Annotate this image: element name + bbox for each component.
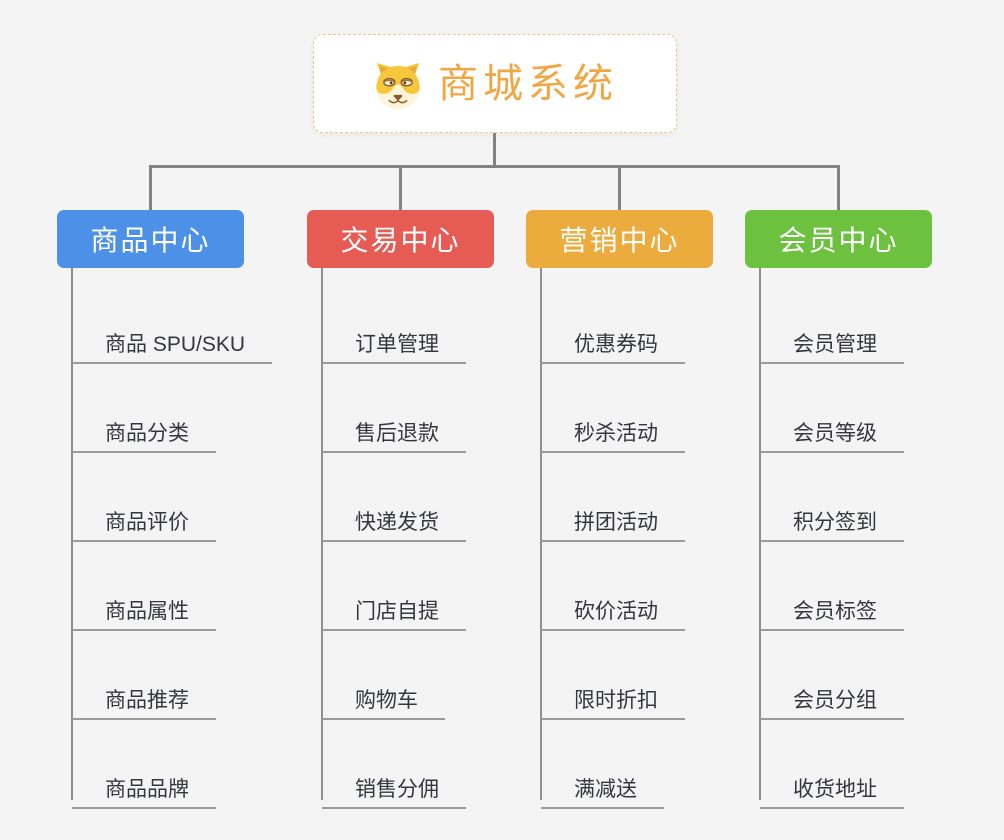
connector-horizontal: [149, 165, 840, 168]
root-title: 商城系统: [438, 61, 618, 106]
child-node[interactable]: 拼团活动: [541, 493, 685, 542]
root-node[interactable]: 商城系统: [313, 34, 677, 133]
child-node[interactable]: 购物车: [322, 671, 445, 720]
child-node[interactable]: 售后退款: [322, 404, 466, 453]
child-node[interactable]: 限时折扣: [541, 671, 685, 720]
child-node[interactable]: 商品属性: [72, 582, 216, 631]
branch-node-4[interactable]: 会员中心: [745, 210, 932, 268]
child-node[interactable]: 商品品牌: [72, 760, 216, 809]
child-node[interactable]: 订单管理: [322, 315, 466, 364]
child-node[interactable]: 商品推荐: [72, 671, 216, 720]
child-node[interactable]: 砍价活动: [541, 582, 685, 631]
branch-label: 交易中心: [340, 225, 461, 256]
connector-branch-stub: [837, 165, 840, 211]
child-node[interactable]: 会员等级: [760, 404, 904, 453]
connector-branch-trunk: [540, 268, 542, 800]
branch-node-2[interactable]: 交易中心: [307, 210, 494, 268]
connector-branch-trunk: [71, 268, 73, 800]
child-node[interactable]: 销售分佣: [322, 760, 466, 809]
connector-branch-trunk: [759, 268, 761, 800]
child-node[interactable]: 会员分组: [760, 671, 904, 720]
child-node[interactable]: 收货地址: [760, 760, 904, 809]
branch-node-1[interactable]: 商品中心: [57, 210, 244, 268]
child-node[interactable]: 秒杀活动: [541, 404, 685, 453]
connector-branch-stub: [618, 165, 621, 211]
child-node[interactable]: 会员标签: [760, 582, 904, 631]
child-node[interactable]: 门店自提: [322, 582, 466, 631]
child-node[interactable]: 满减送: [541, 760, 664, 809]
child-node[interactable]: 快递发货: [322, 493, 466, 542]
child-node[interactable]: 积分签到: [760, 493, 904, 542]
child-node[interactable]: 会员管理: [760, 315, 904, 364]
child-node[interactable]: 商品分类: [72, 404, 216, 453]
child-node[interactable]: 商品评价: [72, 493, 216, 542]
child-node[interactable]: 优惠券码: [541, 315, 685, 364]
child-node[interactable]: 商品 SPU/SKU: [72, 315, 273, 364]
connector-root-drop: [493, 133, 496, 167]
connector-branch-stub: [149, 165, 152, 211]
branch-label: 商品中心: [90, 225, 211, 256]
branch-label: 营销中心: [559, 225, 680, 256]
branch-node-3[interactable]: 营销中心: [526, 210, 713, 268]
connector-branch-trunk: [321, 268, 323, 800]
branch-label: 会员中心: [778, 225, 899, 256]
connector-branch-stub: [399, 165, 402, 211]
dog-face-icon: [376, 62, 420, 109]
